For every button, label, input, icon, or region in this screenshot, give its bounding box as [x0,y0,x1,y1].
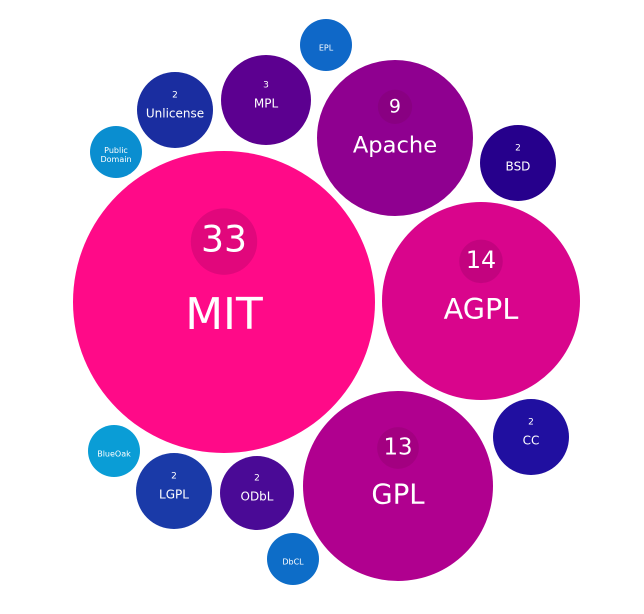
bubble-cc[interactable]: 2CC [493,399,569,475]
name-label-public-domain-1: Domain [100,155,131,164]
bubble-circle-agpl[interactable] [382,202,580,400]
name-label-unlicense: Unlicense [146,107,204,121]
bubble-circle-public-domain[interactable] [90,126,142,178]
name-label-lgpl: LGPL [159,488,189,502]
count-label-odbl: 2 [254,474,260,484]
count-label-gpl: 13 [383,435,412,461]
bubble-epl[interactable]: EPL [300,19,352,71]
bubble-dbcl[interactable]: DbCL [267,533,319,585]
bubble-circle-blueoak[interactable] [88,425,140,477]
name-label-epl: EPL [319,44,334,53]
count-label-mit: 33 [201,218,247,261]
count-label-lgpl: 2 [171,472,177,482]
bubble-circle-epl[interactable] [300,19,352,71]
name-label-agpl: AGPL [444,292,519,326]
count-label-unlicense: 2 [172,91,178,101]
bubble-circle-odbl[interactable] [220,456,294,530]
bubble-circle-cc[interactable] [493,399,569,475]
name-label-cc: CC [523,434,540,448]
bubble-circle-mpl[interactable] [221,55,311,145]
bubble-circle-unlicense[interactable] [137,72,213,148]
bubble-circle-mit[interactable] [73,151,375,453]
count-label-mpl: 3 [263,81,269,91]
name-label-mit: MIT [185,289,263,340]
count-label-agpl: 14 [466,246,496,274]
bubble-blueoak[interactable]: BlueOak [88,425,140,477]
name-label-gpl: GPL [371,479,425,511]
name-label-odbl: ODbL [241,490,274,504]
name-label-bsd: BSD [506,160,531,174]
bubble-circle-bsd[interactable] [480,125,556,201]
count-badge-agpl [459,239,503,284]
bubble-circle-dbcl[interactable] [267,533,319,585]
name-label-apache: Apache [353,132,437,158]
count-badge-apache [377,89,413,124]
bubble-circle-lgpl[interactable] [136,453,212,529]
count-label-bsd: 2 [515,144,521,154]
bubble-circle-apache[interactable] [317,60,473,216]
name-label-dbcl: DbCL [282,558,304,567]
count-label-cc: 2 [528,418,534,428]
name-label-public-domain-0: Public [104,146,128,155]
name-label-mpl: MPL [254,97,279,111]
bubble-circle-gpl[interactable] [303,391,493,581]
count-badge-gpl [377,427,419,469]
count-label-apache: 9 [389,96,401,117]
name-label-blueoak: BlueOak [97,450,131,459]
count-badge-mit [190,208,258,275]
